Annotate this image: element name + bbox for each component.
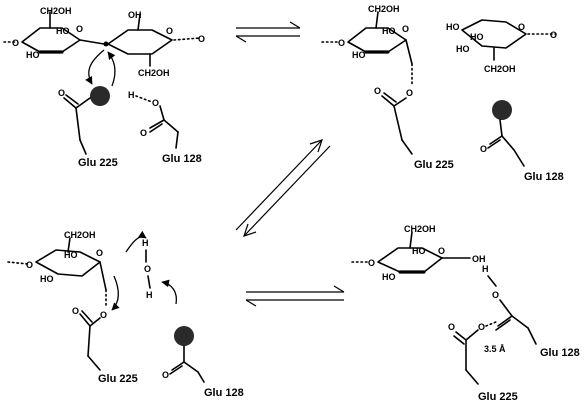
carbonyl-oxygen-label: O (448, 322, 455, 332)
glycosidic-oxygen-label: O (338, 38, 345, 48)
glu225-label: Glu 225 (478, 391, 518, 403)
glu128-label: Glu 128 (204, 387, 244, 399)
ho-label: HO (26, 50, 40, 60)
ring-oxygen-label: O (166, 26, 173, 36)
water-hydrogen-label: H (146, 290, 153, 300)
nucleophile-ball (492, 100, 512, 120)
glu128-label: Glu 128 (162, 153, 202, 165)
pyranose-ring (347, 27, 407, 53)
carbonyl-oxygen-label: O (480, 144, 487, 154)
ch2oh-label: CH2OH (484, 64, 516, 74)
nucleophile-ball (174, 326, 194, 346)
ch2oh-label: CH2OH (368, 4, 400, 14)
ho-label: HO (352, 50, 366, 60)
ho-label: HO (382, 272, 396, 282)
panel-water-attack: O CH2OH HO HO O O O Glu 225 H O H O (7, 230, 244, 399)
acid-oxygen-label: O (152, 98, 159, 108)
water-hydrogen-label: H (142, 238, 149, 248)
ch2oh-label: CH2OH (40, 6, 72, 16)
ho-label: HO (64, 250, 78, 260)
ch2oh-label: CH2OH (138, 68, 170, 78)
ho-label: HO (56, 26, 70, 36)
pyranose-ring (461, 19, 527, 49)
chain-continuation (173, 37, 201, 41)
ho-label: HO (382, 26, 396, 36)
nucleophile-ball (90, 86, 110, 106)
ring-oxygen-label: O (438, 246, 445, 256)
ring-oxygen-label: O (518, 22, 525, 32)
hydrogen-label: H (482, 264, 489, 274)
ho-label: HO (446, 22, 460, 32)
ho-label: HO (456, 44, 470, 54)
glycosidic-oxygen-label: O (368, 258, 375, 268)
glycosidic-oxygen-label: O (198, 34, 205, 44)
carbonyl-oxygen-label: O (72, 306, 79, 316)
carboxylate-oxygen-label: O (478, 322, 485, 332)
glycosidic-oxygen (103, 41, 109, 47)
carbonyl-oxygen-label: O (162, 370, 169, 380)
electron-arrow (107, 51, 116, 87)
glu128-label: Glu 128 (524, 171, 564, 183)
electron-arrow (125, 230, 147, 253)
ester-oxygen-label: O (406, 88, 413, 98)
acid-oxygen-label: O (492, 290, 499, 300)
equilibrium-arrow-diagonal (235, 139, 331, 237)
carbonyl-oxygen-label: O (140, 128, 147, 138)
glu225-label: Glu 225 (78, 157, 118, 169)
ring-oxygen-label: O (402, 24, 409, 34)
glycosidic-oxygen-label: O (12, 38, 19, 48)
panel-glycosyl-enzyme-intermediate: O CH2OH HO HO O O O Glu 225 HO HO HO O C… (321, 4, 564, 183)
pyranose-ring (107, 29, 173, 55)
glycosidic-oxygen-label: O (26, 260, 33, 270)
electron-arrow (85, 49, 105, 85)
glu225-label: Glu 225 (414, 159, 454, 171)
electron-arrow (161, 279, 178, 305)
oh-label: OH (128, 10, 142, 20)
ester-oxygen-label: O (100, 310, 107, 320)
ho-label: HO (412, 246, 426, 256)
chain-continuation (7, 261, 29, 265)
ho-label: HO (470, 32, 484, 42)
water-oxygen-label: O (144, 264, 151, 274)
ho-label: HO (40, 274, 54, 284)
glu225-label: Glu 225 (98, 373, 138, 385)
ring-oxygen-label: O (96, 248, 103, 258)
panel-substrate-complex: O CH2OH HO HO O OH CH2OH O O O Glu 225 (3, 6, 205, 169)
glu128-label: Glu 128 (540, 347, 580, 359)
ch2oh-label: CH2OH (404, 224, 436, 234)
carbonyl-oxygen-label: O (374, 86, 381, 96)
electron-arrow (111, 275, 120, 311)
distance-label: 3.5 Å (484, 344, 506, 354)
anomeric-oh-label: OH (472, 254, 486, 264)
glycosidic-oxygen-label: O (550, 30, 557, 40)
distance-indicator (485, 321, 497, 327)
panel-product-release: O CH2OH HO HO O OH H O Glu 128 O O 3.5 Å… (351, 224, 580, 403)
equilibrium-arrow-bottom (245, 285, 345, 307)
ch2oh-label: CH2OH (64, 230, 96, 240)
ring-oxygen-label: O (76, 24, 83, 34)
pyranose-ring (377, 247, 443, 273)
carbonyl-oxygen-label: O (58, 88, 65, 98)
hydrogen-label: H (128, 90, 135, 100)
pyranose-ring (21, 27, 81, 53)
equilibrium-arrow-top (235, 21, 301, 43)
